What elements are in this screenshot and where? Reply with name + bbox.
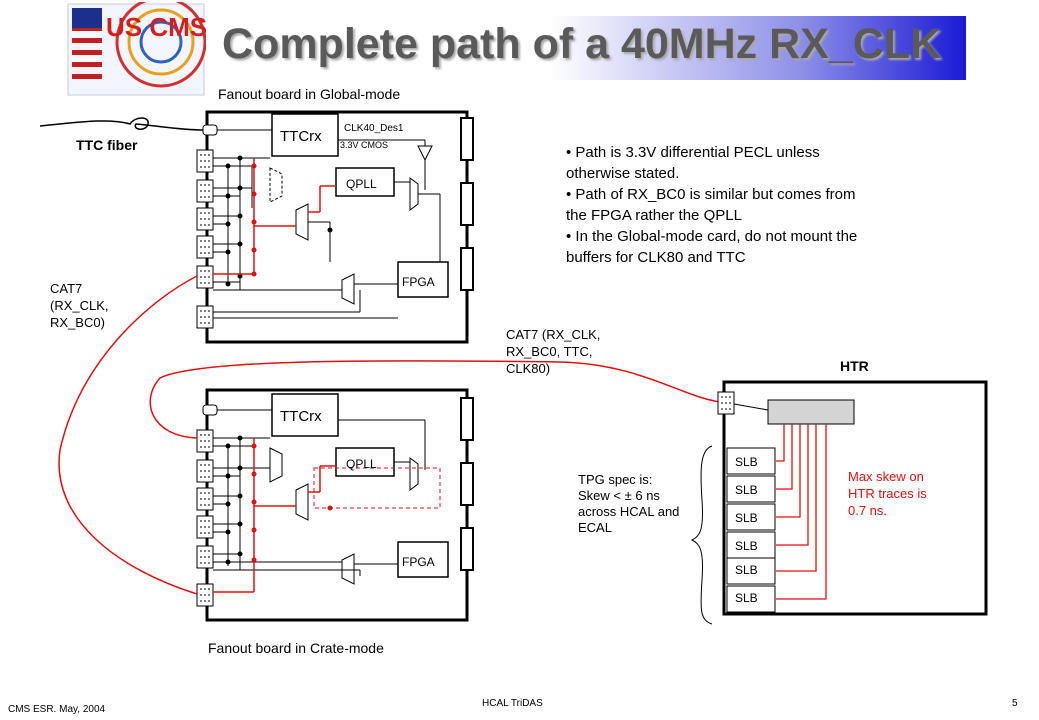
slb-label: SLB <box>735 539 758 553</box>
cat7-mid-label: CAT7 (RX_CLK, RX_BC0, TTC, CLK80) <box>506 327 601 376</box>
htr-fpga-block <box>767 399 855 425</box>
global-ttcrx-label: TTCrx <box>280 128 322 145</box>
footer-left: CMS ESR. May, 2004 <box>8 704 106 715</box>
title-bar <box>210 16 966 80</box>
slide-title: Complete path of a 40MHz RX_CLK <box>222 20 942 68</box>
cat7-left-label: CAT7 (RX_CLK, RX_BC0) <box>50 281 109 330</box>
crate-board <box>196 388 474 622</box>
crate-qpll-label: QPLL <box>346 457 377 471</box>
bullet-item: • In the Global-mode card, do not mount … <box>566 228 858 266</box>
cmos-label: 3.3V CMOS <box>340 140 388 150</box>
bullet-item: • Path of RX_BC0 is similar but comes fr… <box>566 186 856 224</box>
clk40-label: CLK40_Des1 <box>344 123 404 134</box>
global-board-label: Fanout board in Global-mode <box>218 86 401 102</box>
crate-ttcrx-chip <box>271 393 339 437</box>
crate-ttcrx-label: TTCrx <box>280 408 322 425</box>
global-qpll-label: QPLL <box>346 177 377 191</box>
ttc-fiber-line <box>39 117 206 131</box>
slb-1 <box>726 447 776 475</box>
logo-text: US CMS <box>106 12 206 42</box>
slb-label: SLB <box>735 511 758 525</box>
page-number: 5 <box>1012 698 1018 709</box>
tpg-spec-label: TPG spec is: Skew < ± 6 ns across HCAL a… <box>578 472 680 535</box>
crate-fpga-chip <box>397 541 449 578</box>
global-fpga-label: FPGA <box>402 275 435 289</box>
max-skew-label: Max skew on HTR traces is 0.7 ns. <box>848 469 927 518</box>
htr-board <box>717 380 988 616</box>
slb-label: SLB <box>735 591 758 605</box>
slb-4 <box>726 531 776 559</box>
global-fpga-chip <box>397 261 449 298</box>
slb-2 <box>726 475 776 503</box>
ttc-fiber-label: TTC fiber <box>76 137 138 153</box>
htr-red-traces <box>776 424 827 600</box>
slb-labels: SLB SLB SLB SLB SLB SLB <box>735 455 758 605</box>
slb-6 <box>726 585 776 613</box>
slb-label: SLB <box>735 563 758 577</box>
slb-label: SLB <box>735 483 758 497</box>
crate-fpga-label: FPGA <box>402 555 435 569</box>
slb-label: SLB <box>735 455 758 469</box>
htr-label: HTR <box>840 358 869 374</box>
cat7-cable-global-to-crate <box>58 275 198 595</box>
slb-5 <box>726 557 776 585</box>
global-board <box>196 110 474 344</box>
uscms-logo: US CMS <box>66 0 207 97</box>
slb-3 <box>726 503 776 531</box>
global-ttcrx-chip <box>271 113 339 157</box>
crate-board-label: Fanout board in Crate-mode <box>208 640 384 656</box>
footer-center: HCAL TriDAS <box>482 698 543 709</box>
cat7-cable-crate-to-htr <box>149 360 721 439</box>
